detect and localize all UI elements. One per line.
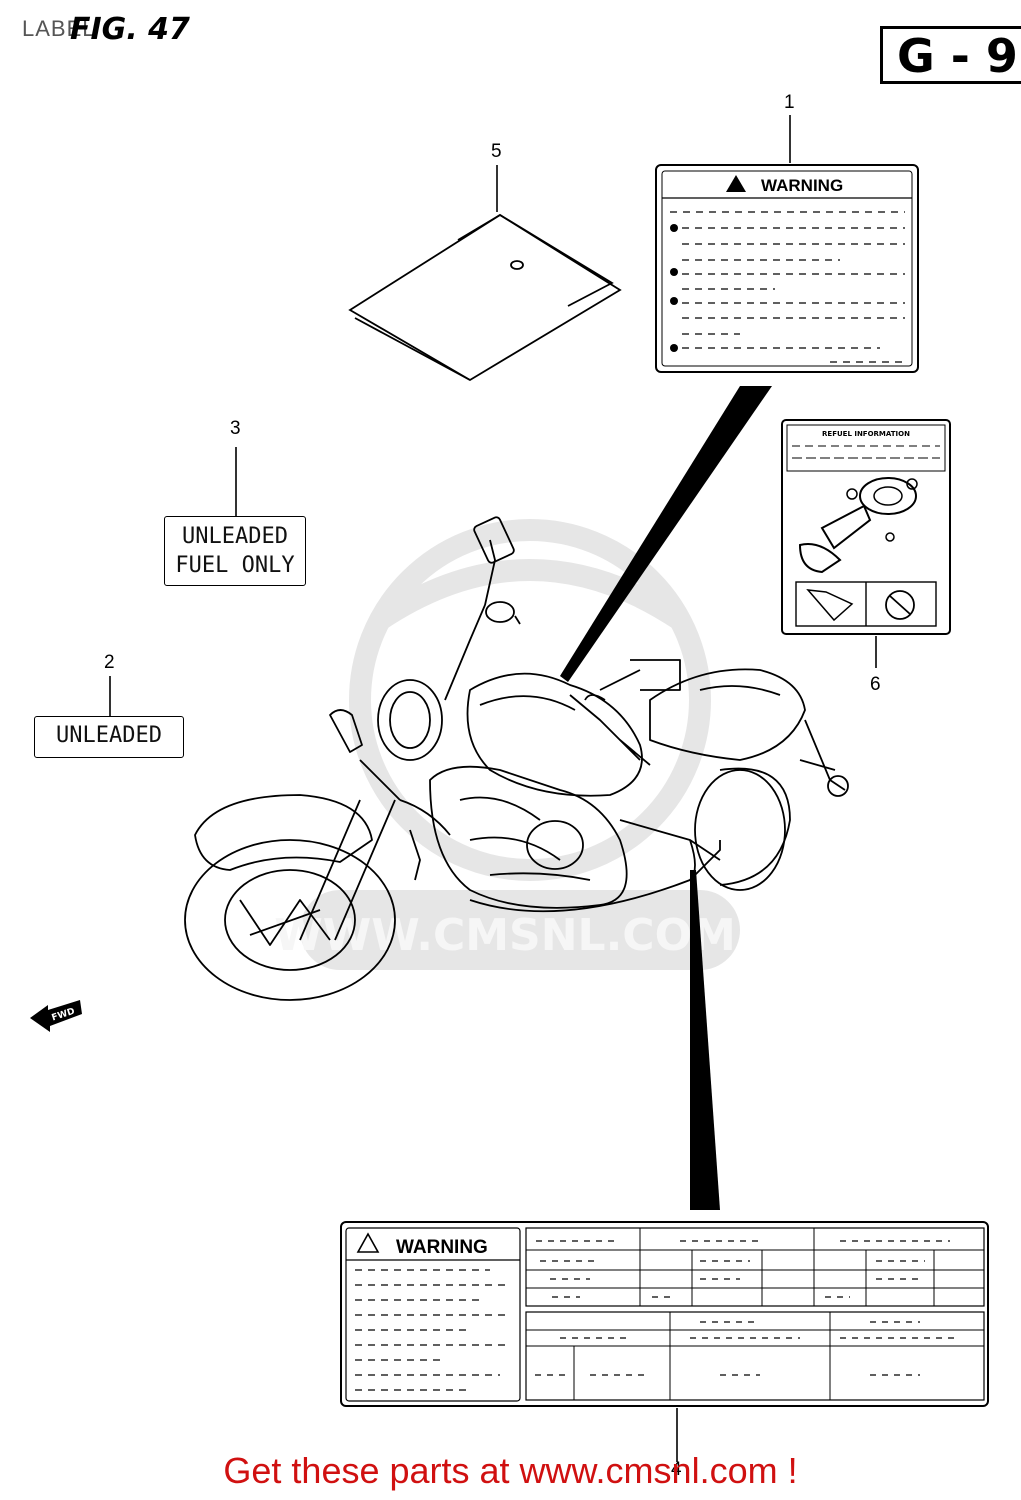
pointer-label-4 xyxy=(690,870,720,1210)
callout-6: 6 xyxy=(870,674,881,695)
callout-3: 3 xyxy=(230,418,241,439)
fwd-arrow-icon xyxy=(30,1000,82,1032)
motorcycle-drawing xyxy=(184,516,849,1001)
callout-1: 1 xyxy=(784,92,795,113)
warning-label-item-4 xyxy=(340,1221,989,1407)
callout-4: 4 xyxy=(671,1459,682,1480)
watermark-band xyxy=(300,890,740,970)
watermark-logo xyxy=(349,519,711,881)
watermark-text: WWW.CMSNL.COM xyxy=(274,910,736,961)
unleaded-fuel-only-label: UNLEADED FUEL ONLY xyxy=(164,516,306,586)
pointer-label-1 xyxy=(560,386,772,682)
callout-2: 2 xyxy=(104,652,115,673)
warning-label-4-title: WARNING xyxy=(396,1237,488,1258)
page-label: LABEL xyxy=(22,16,96,41)
unleaded-fuel-only-line1: UNLEADED xyxy=(182,524,288,549)
callout-5: 5 xyxy=(491,141,502,162)
refuel-info-label-item-6 xyxy=(781,419,951,635)
warning-label-item-1 xyxy=(655,164,919,373)
unleaded-label: UNLEADED xyxy=(34,716,184,758)
warning-label-1-title: WARNING xyxy=(761,176,843,195)
section-code: G - 9 xyxy=(880,26,1021,84)
manual-sheet-item-5 xyxy=(348,213,622,382)
unleaded-fuel-only-line2: FUEL ONLY xyxy=(175,553,295,578)
footer-promo: Get these parts at www.cmsnl.com ! xyxy=(223,1450,798,1491)
figure-label: FIG. 47 xyxy=(70,12,190,47)
refuel-info-title: REFUEL INFORMATION xyxy=(822,430,910,438)
